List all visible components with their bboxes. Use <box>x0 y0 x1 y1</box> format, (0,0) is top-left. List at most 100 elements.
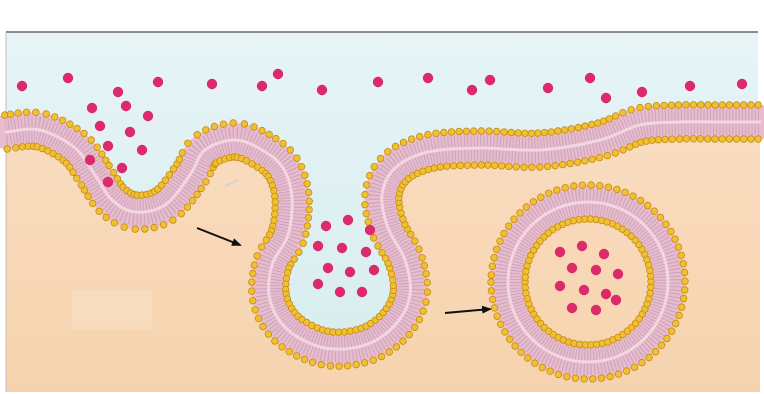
lipid-head <box>361 360 368 367</box>
cargo-particle <box>637 87 647 97</box>
lipid-head <box>103 214 110 221</box>
lipid-head <box>230 120 237 127</box>
lipid-head <box>748 136 755 143</box>
lipid-head <box>423 271 430 278</box>
cargo-particle <box>343 215 353 225</box>
cargo-particle <box>95 121 105 131</box>
lipid-head <box>318 361 325 368</box>
lipid-head <box>506 163 513 170</box>
lipid-head <box>606 116 613 123</box>
lipid-head <box>574 159 581 166</box>
lipid-head <box>89 200 96 207</box>
lipid-head <box>265 331 272 338</box>
lipid-head <box>678 252 685 259</box>
lipid-head <box>726 136 733 143</box>
lipid-head <box>272 205 279 212</box>
lipid-head <box>406 331 413 338</box>
lipid-head <box>733 102 740 109</box>
lipid-head <box>491 254 498 261</box>
cargo-particle <box>599 249 609 259</box>
lipid-head <box>272 199 279 206</box>
lipid-head <box>523 204 530 211</box>
lipid-head <box>293 353 300 360</box>
lipid-head <box>719 102 726 109</box>
lipid-head <box>539 364 546 371</box>
lipid-head <box>251 262 258 269</box>
lipid-head <box>300 240 307 247</box>
lipid-head <box>271 211 278 218</box>
lipid-head <box>639 359 646 366</box>
lipid-head <box>615 371 622 378</box>
cargo-particle <box>335 287 345 297</box>
cargo-particle <box>373 77 383 87</box>
lipid-head <box>250 270 257 277</box>
cargo-particle <box>17 81 27 91</box>
lipid-head <box>575 124 582 131</box>
lipid-head <box>252 307 259 314</box>
lipid-head <box>85 193 92 200</box>
cargo-particle <box>121 101 131 111</box>
lipid-head <box>535 130 542 137</box>
cargo-particle <box>577 241 587 251</box>
smudge-patch <box>72 290 152 330</box>
lipid-head <box>748 102 755 109</box>
lipid-head <box>681 287 688 294</box>
lipid-head <box>336 363 343 370</box>
lipid-head <box>681 269 688 276</box>
lipid-head <box>388 271 395 278</box>
lipid-head <box>649 137 656 144</box>
lipid-head <box>478 162 485 169</box>
lipid-head <box>362 191 369 198</box>
lipid-head <box>589 156 596 163</box>
lipid-head <box>675 102 682 109</box>
lipid-head <box>416 316 423 323</box>
lipid-head <box>160 221 167 228</box>
lipid-head <box>513 164 520 171</box>
lipid-head <box>675 244 682 251</box>
lipid-head <box>400 338 407 345</box>
lipid-head <box>305 189 312 196</box>
lipid-head <box>371 163 378 170</box>
lipid-head <box>287 147 294 154</box>
lipid-head <box>400 139 407 146</box>
lipid-head <box>178 210 185 217</box>
lipid-head <box>755 102 762 109</box>
lipid-head <box>249 279 256 286</box>
cargo-particle <box>153 77 163 87</box>
lipid-head <box>463 128 470 135</box>
lipid-head <box>304 223 311 230</box>
cargo-particle <box>143 111 153 121</box>
lipid-head <box>408 136 415 143</box>
cargo-particle <box>337 243 347 253</box>
lipid-head <box>515 130 522 137</box>
lipid-head <box>304 181 311 188</box>
lipid-head <box>471 162 478 169</box>
lipid-head <box>220 121 227 128</box>
lipid-head <box>7 111 14 118</box>
lipid-head <box>424 279 431 286</box>
lipid-head <box>198 185 205 192</box>
lipid-head <box>733 136 740 143</box>
lipid-head <box>491 162 498 169</box>
lipid-head <box>166 172 173 179</box>
lipid-head <box>704 136 711 143</box>
cargo-particle <box>613 269 623 279</box>
lipid-head <box>741 102 748 109</box>
lipid-head <box>301 356 308 363</box>
lipid-head <box>612 150 619 157</box>
lipid-head <box>425 131 432 138</box>
lipid-head <box>676 136 683 143</box>
lipid-head <box>272 338 279 345</box>
lipid-head <box>528 130 535 137</box>
lipid-head <box>488 272 495 279</box>
cargo-particle <box>611 295 621 305</box>
lipid-head <box>532 360 539 367</box>
lipid-head <box>448 129 455 136</box>
lipid-head <box>652 348 659 355</box>
lipid-head <box>494 313 501 320</box>
lipid-head <box>658 342 665 349</box>
lipid-head <box>248 288 255 295</box>
lipid-head <box>184 204 191 211</box>
lipid-head <box>712 102 719 109</box>
lipid-head <box>306 198 313 205</box>
